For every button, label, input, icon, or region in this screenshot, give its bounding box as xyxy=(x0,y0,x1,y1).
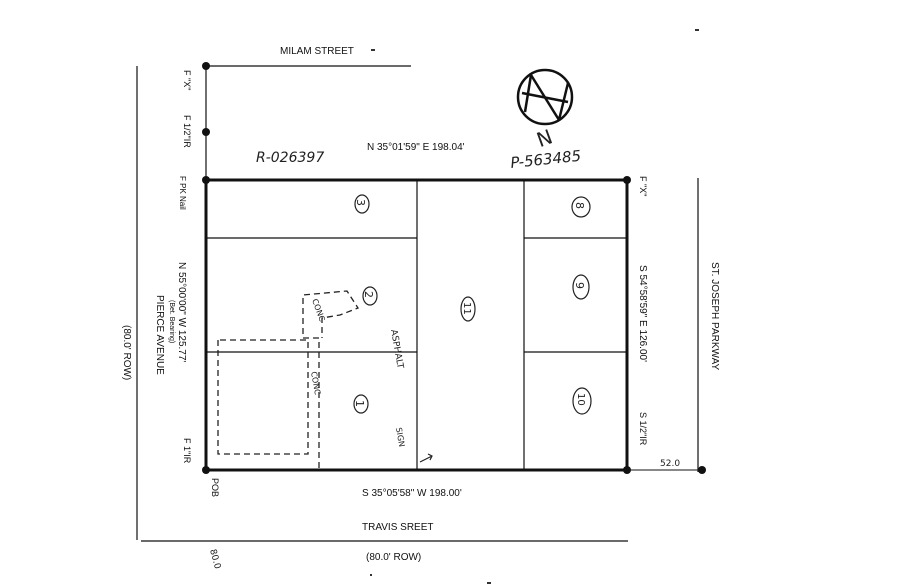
concrete-outline-dashed xyxy=(217,290,359,468)
west-bearing: N 55°00'00" W 125.77' xyxy=(176,262,187,362)
travis-row-label: (80.0' ROW) xyxy=(366,552,421,563)
north-arrow-icon xyxy=(516,68,574,126)
lot-11-label: 11 xyxy=(461,302,472,315)
west-x-label: F "X" xyxy=(182,70,192,90)
pob-label: POB xyxy=(210,478,220,497)
lot-9-label: 9 xyxy=(573,282,586,289)
pierce-avenue-label: PIERCE AVENUE xyxy=(154,295,165,375)
record-right: P-563485 xyxy=(510,147,582,172)
se-ir-label: S 1/2"IR xyxy=(638,412,648,446)
ne-x-label: F "X" xyxy=(638,176,648,196)
conc-note-lower: CONC xyxy=(309,371,322,396)
right-of-way-lines xyxy=(136,65,699,542)
north-letter: N xyxy=(533,124,555,152)
pierce-row-label: (80.0' ROW) xyxy=(121,325,132,380)
pk-nail-label: F PK Nail xyxy=(178,176,187,210)
asphalt-note: ASPHALT xyxy=(388,329,405,370)
south-dimension: 80.0 xyxy=(207,548,222,570)
record-left: R-026397 xyxy=(256,150,324,166)
conc-note-upper: CONC xyxy=(310,298,327,324)
lot-number-circles xyxy=(353,194,592,415)
north-bearing: N 35°01'59" E 198.04' xyxy=(367,142,465,153)
lot-2-label: 2 xyxy=(362,291,375,298)
sign-arrow-icon xyxy=(419,453,433,463)
east-dimension: 52.0 xyxy=(660,459,680,469)
lot-10-label: 10 xyxy=(575,393,586,406)
scan-specks xyxy=(370,29,699,584)
milam-street-label: MILAM STREET xyxy=(280,46,354,57)
sw-ir-label: F 1"IR xyxy=(182,438,192,464)
lot-lines xyxy=(206,180,627,470)
south-bearing: S 35°05'58" W 198.00' xyxy=(362,488,462,499)
travis-street-label: TRAVIS SREET xyxy=(362,522,434,533)
west-bearing-note: (Bet. Bearing) xyxy=(168,300,175,343)
lot-3-label: 3 xyxy=(354,199,367,206)
st-joseph-parkway-label: ST. JOSEPH PARKWAY xyxy=(709,262,720,370)
monuments xyxy=(202,62,706,474)
sign-note: SIGN xyxy=(394,427,406,448)
east-bearing: S 54°58'59" E 126.00' xyxy=(637,265,648,362)
west-ir-label: F 1/2"IR xyxy=(182,115,192,148)
lot-8-label: 8 xyxy=(573,202,586,209)
lot-1-label: 1 xyxy=(353,400,366,407)
